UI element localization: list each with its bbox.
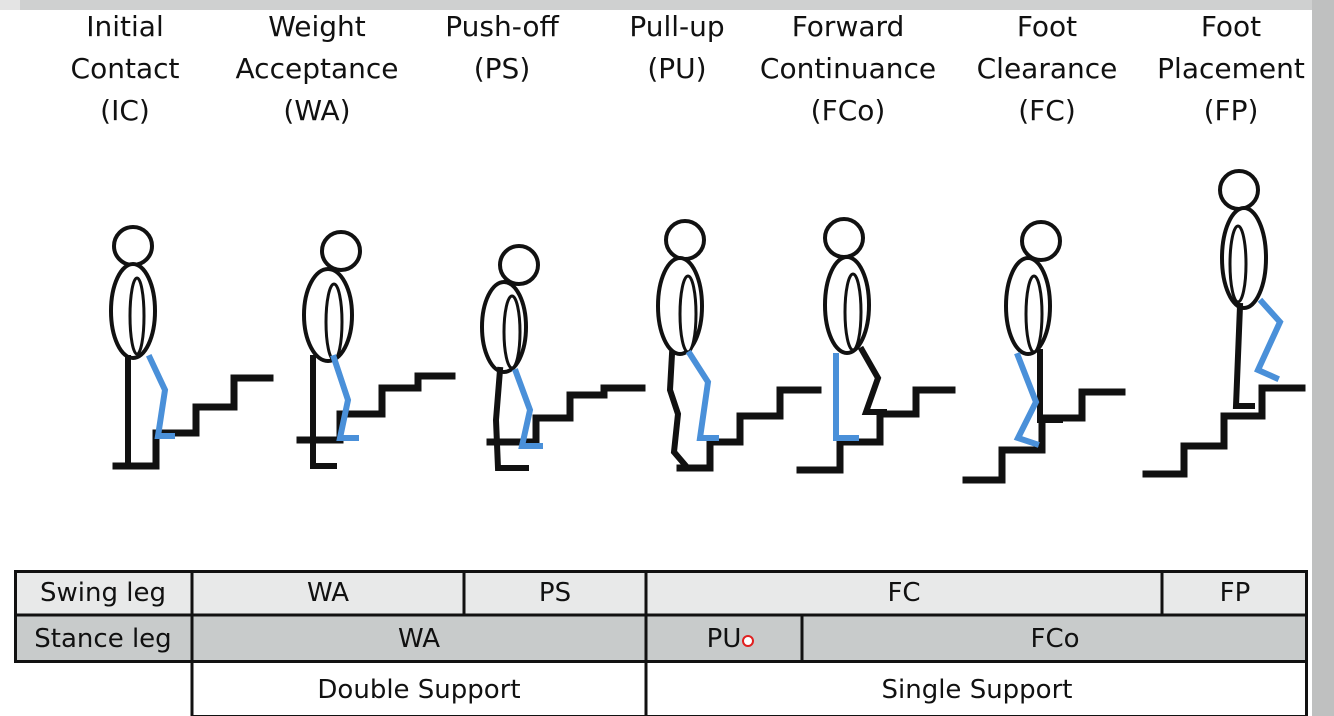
swing-cell-wa: WA: [192, 570, 464, 615]
stance-leg: [857, 345, 887, 415]
arm: [502, 294, 522, 370]
stairs-weight-acceptance: [296, 372, 456, 444]
arm: [678, 274, 698, 354]
highlighted-leg: [146, 354, 175, 439]
slide-edge-decoration-right: [1312, 0, 1334, 716]
highlighted-leg: [512, 368, 543, 449]
head: [1020, 220, 1062, 262]
head: [498, 244, 540, 286]
swing-cell-fp: FP: [1162, 570, 1308, 615]
stance-leg: [1037, 349, 1063, 423]
stairs-forward-continuance: [796, 386, 956, 474]
stance-leg-header: Stance leg: [14, 615, 192, 662]
figure-push-off: [480, 244, 646, 471]
stance-leg: [666, 350, 691, 471]
arm: [324, 282, 344, 362]
stance-cell-fco: FCo: [802, 615, 1308, 662]
swing-cell-ps: PS: [464, 570, 646, 615]
phase-label-push-off: Push-off(PS): [445, 10, 559, 85]
stairs-push-off: [486, 384, 646, 446]
figure-pull-up: [656, 219, 822, 472]
figure-forward-continuance: [796, 217, 956, 474]
stairs-foot-placement: [1142, 384, 1306, 478]
support-cell-single: Single Support: [646, 662, 1308, 716]
stance-cell-wa: WA: [192, 615, 646, 662]
support-cell-double: Double Support: [192, 662, 646, 716]
highlighted-leg: [685, 349, 719, 441]
arm: [843, 272, 863, 352]
stance-leg: [310, 355, 337, 469]
head: [823, 217, 865, 259]
stance-leg: [492, 366, 529, 471]
figure-initial-contact: [109, 225, 274, 470]
figure-foot-placement: [1142, 169, 1306, 478]
head: [112, 225, 154, 267]
stairs-pull-up: [676, 386, 822, 472]
highlighted-leg: [330, 354, 359, 441]
swing-cell-fc: FC: [646, 570, 1162, 615]
arm: [1024, 274, 1044, 354]
swing-leg-header: Swing leg: [14, 570, 192, 615]
highlighted-leg: [1254, 297, 1284, 382]
cursor-indicator: [742, 635, 754, 647]
figure-weight-acceptance: [296, 230, 456, 469]
stairs-foot-clearance: [962, 388, 1126, 484]
head: [664, 219, 706, 261]
stair-climbing-figures: [109, 169, 1306, 484]
head: [1218, 169, 1260, 211]
head: [320, 230, 362, 272]
arm: [128, 276, 146, 356]
figure-foot-clearance: [962, 220, 1126, 484]
stairs-initial-contact: [112, 374, 274, 470]
stance-leg: [125, 355, 153, 469]
table-grid-lines: [14, 570, 1308, 716]
highlighted-leg: [833, 353, 859, 441]
arm: [1228, 224, 1248, 304]
phase-label-pull-up: Pull-up(PU): [629, 10, 725, 85]
stance-cell-pu: PU: [646, 615, 802, 662]
stance-leg: [1232, 302, 1255, 409]
gait-phase-table: Swing leg Stance leg WA PS FC FP WA PU F…: [14, 570, 1308, 716]
highlighted-leg: [1013, 352, 1040, 448]
